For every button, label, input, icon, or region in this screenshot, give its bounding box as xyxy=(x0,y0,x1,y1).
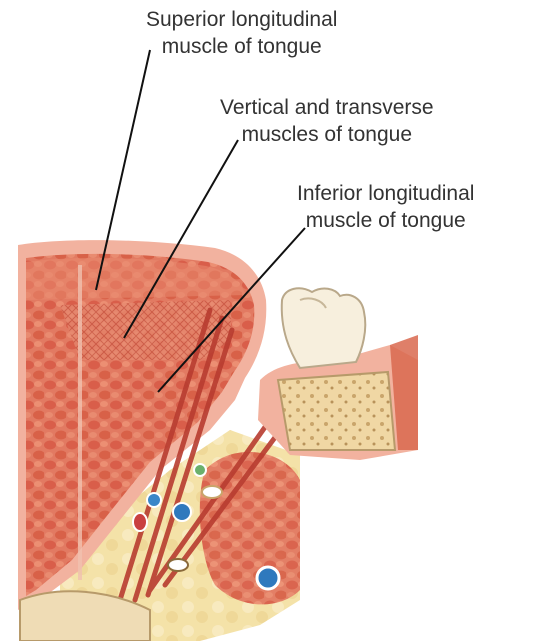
tooth xyxy=(282,288,366,368)
label-vertical-transverse: Vertical and transverse muscles of tongu… xyxy=(220,94,434,148)
label-superior-longitudinal: Superior longitudinal muscle of tongue xyxy=(146,6,337,60)
alveolar-bone xyxy=(278,372,395,450)
label-inferior-longitudinal: Inferior longitudinal muscle of tongue xyxy=(297,180,474,234)
